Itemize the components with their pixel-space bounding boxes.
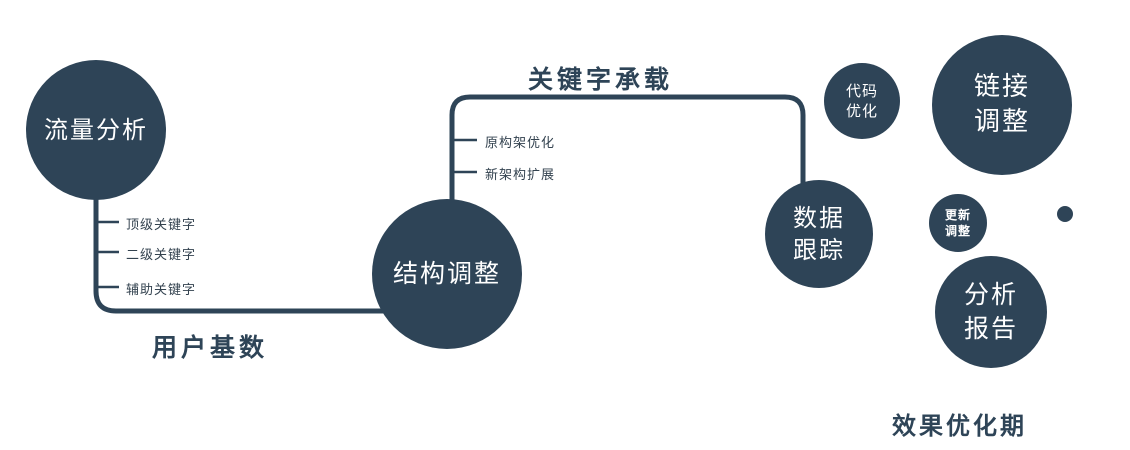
traffic-branch-ticks (96, 220, 119, 289)
node-update-adjust: 更新 调整 (929, 194, 987, 252)
edge-label-keyword-carry: 关键字承载 (528, 65, 674, 94)
node-analysis-report-line1: 分析 (963, 280, 1018, 310)
edge-label-user-base: 用户基数 (152, 333, 269, 362)
node-update-adjust-line1: 更新 (944, 207, 971, 222)
node-link-adjust-line2: 调整 (973, 107, 1030, 137)
node-analysis-report-line2: 报告 (963, 314, 1018, 343)
node-code-optimize-line1: 代码 (845, 81, 878, 100)
node-data-tracking-line2: 跟踪 (793, 236, 845, 264)
node-structure-adjust: 结构调整 (372, 199, 522, 349)
node-update-adjust-line2: 调整 (944, 224, 971, 238)
node-data-tracking-line1: 数据 (793, 203, 845, 232)
branch-label-top-keywords: 顶级关键字 (126, 218, 197, 233)
node-code-optimize-line2: 优化 (845, 102, 878, 120)
node-structure-adjust-label: 结构调整 (392, 259, 501, 289)
node-traffic-analysis: 流量分析 (26, 60, 166, 200)
node-link-adjust-line1: 链接 (973, 71, 1030, 102)
branch-label-secondary-keywords: 二级关键字 (126, 248, 197, 263)
node-link-adjust: 链接 调整 (932, 35, 1072, 175)
node-code-optimize: 代码 优化 (824, 63, 900, 139)
structure-branch-ticks (452, 138, 477, 174)
caption-effect-optimization: 效果优化期 (892, 412, 1027, 440)
bullet-dot (1057, 206, 1073, 222)
node-data-tracking: 数据 跟踪 (765, 180, 873, 288)
branch-label-auxiliary-keywords: 辅助关键字 (126, 283, 197, 298)
edge-user-base-path (93, 194, 396, 314)
node-analysis-report: 分析 报告 (935, 256, 1047, 368)
branch-label-new-architecture: 新架构扩展 (485, 168, 556, 183)
branch-label-original-architecture: 原构架优化 (485, 136, 556, 151)
node-traffic-analysis-label: 流量分析 (44, 115, 148, 144)
edge-keyword-path (449, 94, 806, 203)
